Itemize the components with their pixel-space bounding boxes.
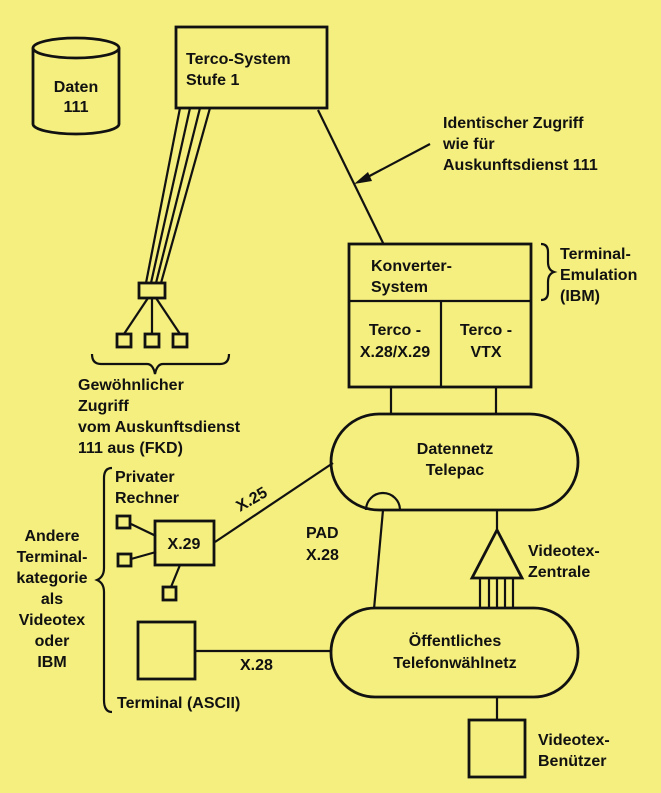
videotex-benutzer-label-2: Benützer [538, 753, 606, 770]
fkd-access-lines [144, 107, 212, 284]
konverter-label-2: System [371, 279, 428, 296]
x25-label: X.25 [234, 484, 271, 515]
identischer-label-1: Identischer Zugriff [443, 115, 584, 132]
terco-system-box [174, 25, 329, 110]
privater-label-2: Rechner [115, 490, 179, 507]
terminal-emulation-label-3: (IBM) [560, 288, 600, 305]
gewoehnlicher-label-1: Gewöhnlicher [78, 377, 184, 394]
telepac-label-2: Telepac [426, 462, 485, 479]
fkd-node [137, 281, 167, 300]
identical-access-line [317, 109, 385, 246]
terco-vtx-label-2: VTX [470, 344, 501, 361]
telefon-label-2: Telefonwählnetz [393, 655, 516, 672]
identical-access-arrow [354, 143, 431, 184]
telepac-network [329, 412, 580, 512]
videotex-zentrale [469, 526, 525, 580]
andere-label-3: kategorie [16, 570, 87, 587]
daten-label-1: Daten [54, 79, 98, 96]
andere-label-6: oder [35, 633, 70, 650]
andere-label-7: IBM [37, 654, 66, 671]
gewoehnlicher-label-2: Zugriff [78, 398, 129, 415]
terco-system-label-1: Terco-System [186, 51, 291, 68]
daten-cylinder [31, 36, 121, 136]
x29-label: X.29 [168, 536, 201, 553]
telepac-label-1: Datennetz [417, 441, 493, 458]
terminal-emulation-label-1: Terminal- [560, 246, 631, 263]
pad-link [372, 509, 385, 610]
private-terminals [115, 514, 182, 602]
gewoehnlicher-label-4: 111 aus (FKD) [78, 440, 183, 457]
privater-label-1: Privater [115, 469, 175, 486]
emulation-brace [540, 242, 558, 302]
andere-label-5: Videotex [19, 612, 86, 629]
videotex-benutzer-label-1: Videotex- [538, 732, 610, 749]
andere-label-2: Terminal- [17, 549, 88, 566]
identischer-label-3: Auskunftsdienst 111 [443, 157, 598, 174]
videotex-zentrale-label-2: Zentrale [528, 564, 590, 581]
fkd-terminals [115, 297, 189, 349]
andere-brace [94, 466, 113, 714]
videotex-zentrale-label-1: Videotex- [528, 543, 600, 560]
terminal-emulation-label-2: Emulation [560, 267, 637, 284]
terminal-ascii-label: Terminal (ASCII) [117, 695, 240, 712]
terminal-ascii-box [136, 620, 197, 681]
pad-label-2: X.28 [306, 547, 339, 564]
terco-vtx-label-1: Terco - [460, 322, 512, 339]
telefon-label-1: Öffentliches [409, 631, 502, 650]
fkd-brace [90, 353, 231, 375]
daten-label-2: 111 [64, 99, 89, 116]
videotex-user-box [467, 718, 527, 779]
terco-x28-label-2: X.28/X.29 [360, 344, 430, 361]
terco-system-label-2: Stufe 1 [186, 72, 239, 89]
identischer-label-2: wie für [442, 136, 495, 153]
konverter-label-1: Konverter- [371, 258, 452, 275]
terco-x28-label-1: Terco - [369, 322, 421, 339]
andere-label-4: als [41, 591, 63, 608]
telefon-network [329, 606, 580, 699]
andere-label-1: Andere [24, 528, 79, 545]
pad-label-1: PAD [306, 525, 339, 542]
zentrale-downlinks [478, 578, 515, 610]
x25-link [214, 462, 334, 543]
pad-arc [364, 491, 402, 511]
gewoehnlicher-label-3: vom Auskunftsdienst [78, 419, 241, 436]
x29-node [153, 519, 216, 567]
x28-link-label: X.28 [240, 657, 273, 674]
